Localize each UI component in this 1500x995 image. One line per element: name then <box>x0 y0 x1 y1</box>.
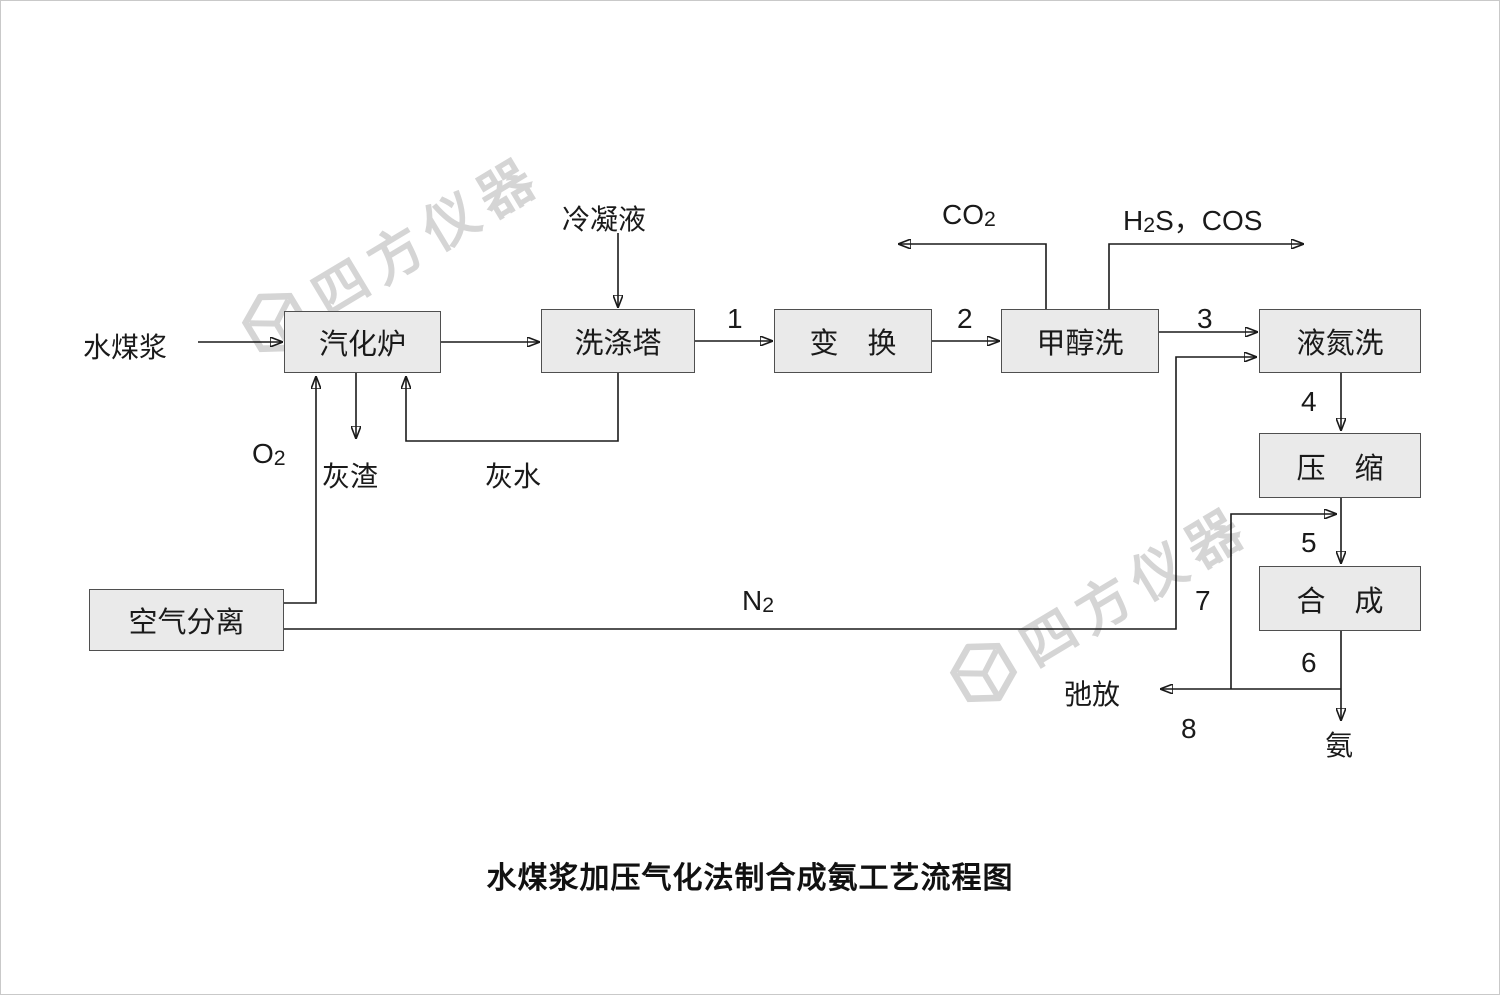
label-co2: CO2 <box>942 199 996 232</box>
stream-number-1: 1 <box>727 303 743 334</box>
box-shift-conversion: 变 换 <box>774 309 932 373</box>
watermark-hexagon-logo-icon <box>949 642 1017 702</box>
box-methanol-wash-label: 甲醇洗 <box>1036 328 1124 360</box>
label-co2-subscript: 2 <box>984 207 996 232</box>
watermark-right: 四方仪器 <box>935 482 1264 723</box>
box-scrubber-tower: 洗涤塔 <box>541 309 695 373</box>
box-methanol-wash: 甲醇洗 <box>1001 309 1159 373</box>
box-gasifier: 汽化炉 <box>284 311 441 373</box>
connector-o2-to-gasifier <box>284 377 316 604</box>
connector-h2s-cos-vent <box>1108 244 1303 309</box>
connector-n2-to-nitrogenwash <box>284 357 1256 630</box>
label-ash-water: 灰水 <box>485 461 542 492</box>
stream-number-2: 2 <box>957 303 973 334</box>
stream-number-4: 4 <box>1301 386 1317 417</box>
box-gasifier-label: 汽化炉 <box>318 329 406 361</box>
label-n2-base: N <box>742 585 763 616</box>
stream-number-8: 8 <box>1181 713 1197 744</box>
stream-number-6: 6 <box>1301 647 1317 678</box>
box-compression: 压 缩 <box>1259 433 1421 498</box>
label-coal-water-slurry: 水煤浆 <box>83 332 168 363</box>
stream-number-7: 7 <box>1195 585 1211 616</box>
connector-recycle-to-synthesis-feed <box>1230 514 1336 689</box>
label-h2s-rest: S，COS <box>1155 205 1263 236</box>
label-n2-subscript: 2 <box>762 593 775 618</box>
box-scrubber-tower-label: 洗涤塔 <box>574 328 662 360</box>
label-o2-base: O <box>252 438 274 469</box>
label-purge: 弛放 <box>1064 679 1121 710</box>
connector-co2-vent <box>899 244 1047 309</box>
label-h2s-base: H <box>1123 205 1144 236</box>
diagram-title: 水煤浆加压气化法制合成氨工艺流程图 <box>486 862 1014 895</box>
label-n2: N2 <box>742 585 774 618</box>
box-air-separation: 空气分离 <box>89 589 284 651</box>
box-compression-label: 压 缩 <box>1296 452 1384 485</box>
box-liquid-nitrogen-wash: 液氮洗 <box>1259 309 1421 373</box>
box-air-separation-label: 空气分离 <box>128 607 245 639</box>
stream-number-5: 5 <box>1301 527 1317 558</box>
label-ammonia: 氨 <box>1325 730 1354 761</box>
stream-number-3: 3 <box>1197 303 1213 334</box>
label-o2-subscript: 2 <box>273 446 286 471</box>
box-synthesis: 合 成 <box>1259 566 1421 631</box>
label-h2s-subscript: 2 <box>1143 213 1156 238</box>
label-h2s-cos: H2S，COS <box>1123 199 1262 239</box>
label-condensate: 冷凝液 <box>562 204 647 235</box>
box-shift-conversion-label: 变 换 <box>809 328 897 360</box>
label-o2: O2 <box>252 438 286 471</box>
label-ash-residue: 灰渣 <box>322 461 379 492</box>
box-liquid-nitrogen-wash-label: 液氮洗 <box>1296 328 1384 360</box>
box-synthesis-label: 合 成 <box>1296 585 1384 618</box>
connector-ash-water-recycle <box>406 373 619 442</box>
label-co2-base: CO <box>942 199 984 230</box>
